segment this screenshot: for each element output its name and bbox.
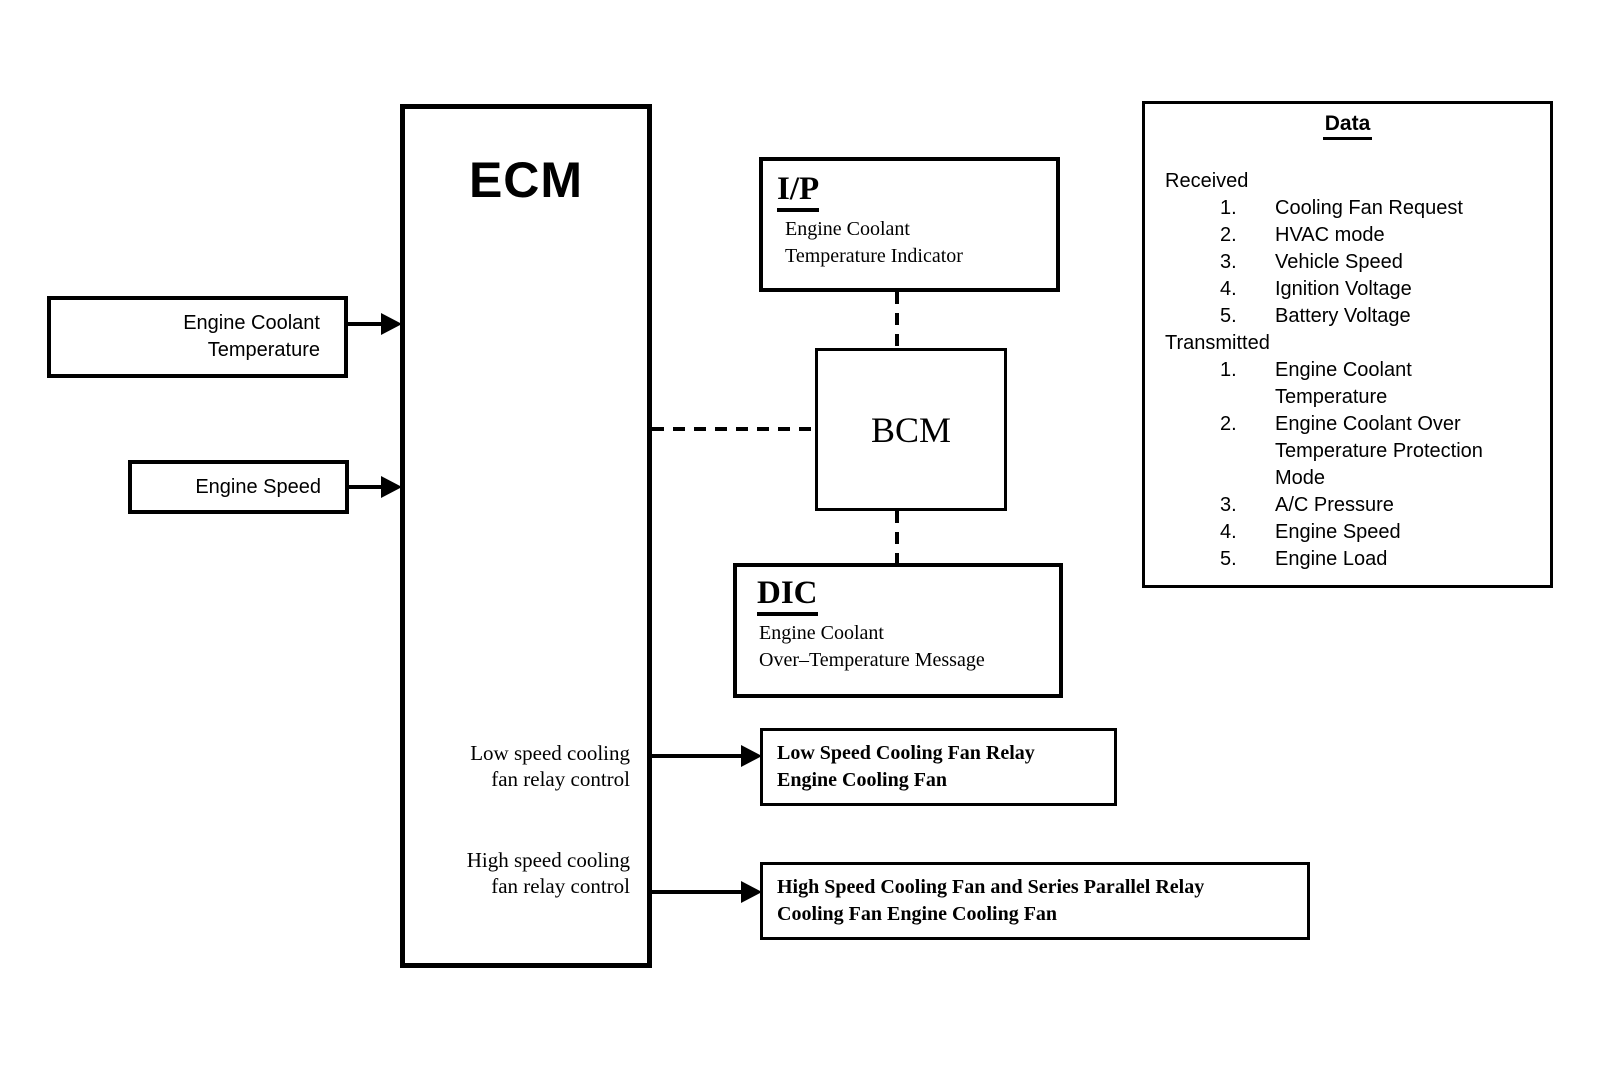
data-panel-content: Received 1. Cooling Fan Request 2. HVAC … xyxy=(1145,168,1550,573)
transmitted-item: 2. Engine Coolant Over Temperature Prote… xyxy=(1145,411,1550,492)
dashed-link-bcm-dic xyxy=(895,511,899,563)
data-panel-title: Data xyxy=(1322,112,1373,140)
item-text: Battery Voltage xyxy=(1275,305,1411,327)
transmitted-item: 5. Engine Load xyxy=(1145,546,1550,573)
engine-coolant-temperature-line2: Temperature xyxy=(207,339,320,361)
item-number: 2. xyxy=(1220,224,1237,246)
ecm-low-speed-control-label: Low speed cooling fan relay control xyxy=(470,740,630,792)
item-number: 1. xyxy=(1220,359,1237,381)
item-text: Engine Load xyxy=(1275,548,1388,570)
item-text: Temperature Protection xyxy=(1275,440,1483,462)
transmitted-item: 4. Engine Speed xyxy=(1145,519,1550,546)
received-heading: Received xyxy=(1165,170,1249,192)
ecm-high-speed-line2: fan relay control xyxy=(491,874,630,898)
received-item: 3. Vehicle Speed xyxy=(1145,249,1550,276)
ecm-title: ECM xyxy=(468,152,584,208)
output-low-speed-relay-box: Low Speed Cooling Fan Relay Engine Cooli… xyxy=(760,728,1117,806)
arrow-head-icon xyxy=(381,476,402,498)
item-text: Temperature xyxy=(1275,386,1388,408)
ip-line2: Temperature Indicator xyxy=(785,245,963,267)
output-high-speed-relay-box: High Speed Cooling Fan and Series Parall… xyxy=(760,862,1310,940)
low-speed-relay-line1: Low Speed Cooling Fan Relay xyxy=(777,742,1035,764)
bcm-box: BCM xyxy=(815,348,1007,511)
transmitted-item: 1. Engine Coolant Temperature xyxy=(1145,357,1550,411)
item-text: Engine Speed xyxy=(1275,521,1401,543)
engine-coolant-temperature-line1: Engine Coolant xyxy=(183,312,320,334)
dic-line1: Engine Coolant xyxy=(759,622,884,644)
item-number: 5. xyxy=(1220,305,1237,327)
input-engine-coolant-temperature-box: Engine Coolant Temperature xyxy=(47,296,348,378)
item-number: 4. xyxy=(1220,521,1237,543)
received-item: 2. HVAC mode xyxy=(1145,222,1550,249)
dic-line2: Over–Temperature Message xyxy=(759,649,985,671)
arrow-head-icon xyxy=(381,313,402,335)
arrow-ecm-to-high-speed-relay xyxy=(652,881,762,903)
dic-title: DIC xyxy=(757,575,818,616)
dashed-link-ecm-bcm xyxy=(652,427,815,431)
item-number: 4. xyxy=(1220,278,1237,300)
dashed-link-ip-bcm xyxy=(895,292,899,348)
item-number: 5. xyxy=(1220,548,1237,570)
ecm-high-speed-control-label: High speed cooling fan relay control xyxy=(467,847,630,899)
item-number: 1. xyxy=(1220,197,1237,219)
bcm-title: BCM xyxy=(870,409,952,450)
ip-box: I/P Engine Coolant Temperature Indicator xyxy=(759,157,1060,292)
arrow-engine-speed-to-ecm xyxy=(348,476,402,498)
engine-speed-label: Engine Speed xyxy=(195,475,321,498)
arrow-shaft xyxy=(652,890,741,894)
arrow-shaft xyxy=(348,485,381,489)
dic-box: DIC Engine Coolant Over–Temperature Mess… xyxy=(733,563,1063,698)
arrow-head-icon xyxy=(741,881,762,903)
ip-line1: Engine Coolant xyxy=(785,218,910,240)
received-item: 4. Ignition Voltage xyxy=(1145,276,1550,303)
item-text: HVAC mode xyxy=(1275,224,1385,246)
ip-title: I/P xyxy=(777,171,820,212)
high-speed-relay-line2: Cooling Fan Engine Cooling Fan xyxy=(777,903,1058,925)
high-speed-relay-line1: High Speed Cooling Fan and Series Parall… xyxy=(777,876,1205,898)
item-text: Cooling Fan Request xyxy=(1275,197,1463,219)
data-panel: Data Received 1. Cooling Fan Request 2. … xyxy=(1142,101,1553,588)
data-panel-title-row: Data xyxy=(1145,112,1550,140)
item-number: 3. xyxy=(1220,251,1237,273)
received-item: 5. Battery Voltage xyxy=(1145,303,1550,330)
ecm-box: ECM Low speed cooling fan relay control … xyxy=(400,104,652,968)
ecm-high-speed-line1: High speed cooling xyxy=(466,848,630,872)
arrow-ecm-to-low-speed-relay xyxy=(652,745,762,767)
arrow-shaft xyxy=(652,754,741,758)
ecm-low-speed-line1: Low speed cooling xyxy=(470,741,630,765)
input-engine-speed-box: Engine Speed xyxy=(128,460,349,514)
arrow-shaft xyxy=(348,322,381,326)
transmitted-heading: Transmitted xyxy=(1165,332,1270,354)
arrow-head-icon xyxy=(741,745,762,767)
low-speed-relay-line2: Engine Cooling Fan xyxy=(777,769,948,791)
item-text: Mode xyxy=(1275,467,1326,489)
item-text: Ignition Voltage xyxy=(1275,278,1412,300)
ecm-low-speed-line2: fan relay control xyxy=(491,767,630,791)
item-text: Engine Coolant xyxy=(1275,359,1412,381)
item-number: 3. xyxy=(1220,494,1237,516)
item-text: Engine Coolant Over xyxy=(1275,413,1461,435)
received-item: 1. Cooling Fan Request xyxy=(1145,195,1550,222)
item-text: A/C Pressure xyxy=(1275,494,1394,516)
item-text: Vehicle Speed xyxy=(1275,251,1403,273)
transmitted-item: 3. A/C Pressure xyxy=(1145,492,1550,519)
item-number: 2. xyxy=(1220,413,1237,435)
arrow-coolant-temp-to-ecm xyxy=(348,313,402,335)
